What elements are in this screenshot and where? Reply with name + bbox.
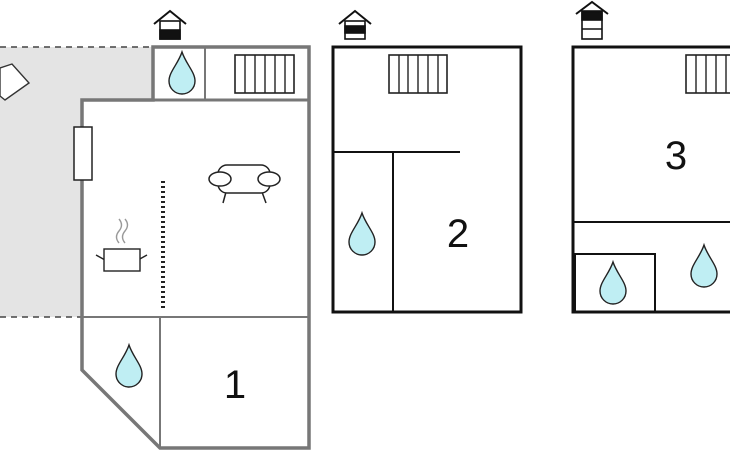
- water-drop-icon: [115, 342, 143, 388]
- room-label-1: 1: [224, 363, 246, 407]
- window-icon: [73, 126, 93, 181]
- cooking-pot-icon: [95, 218, 148, 272]
- radiator-icon: [234, 54, 295, 94]
- room-label-2: 2: [447, 212, 469, 256]
- house-ground-floor-icon: [153, 9, 187, 40]
- first-floor: [331, 45, 523, 314]
- ground-floor: [73, 45, 311, 450]
- second-bathroom-small: [574, 253, 656, 313]
- radiator-icon: [685, 54, 730, 94]
- house-second-floor-icon: [575, 0, 609, 40]
- ground-outer-wall: [80, 45, 311, 450]
- radiator-icon: [388, 54, 448, 94]
- sun-lounger-icon: [0, 63, 31, 101]
- water-drop-icon: [348, 210, 376, 256]
- house-first-floor-icon: [338, 9, 372, 40]
- ground-main-floor: [82, 100, 309, 448]
- water-drop-icon: [690, 242, 718, 288]
- water-drop-icon: [599, 259, 627, 305]
- water-drop-icon: [168, 49, 196, 95]
- sofa-icon: [208, 164, 281, 204]
- room-label-3: 3: [665, 134, 687, 178]
